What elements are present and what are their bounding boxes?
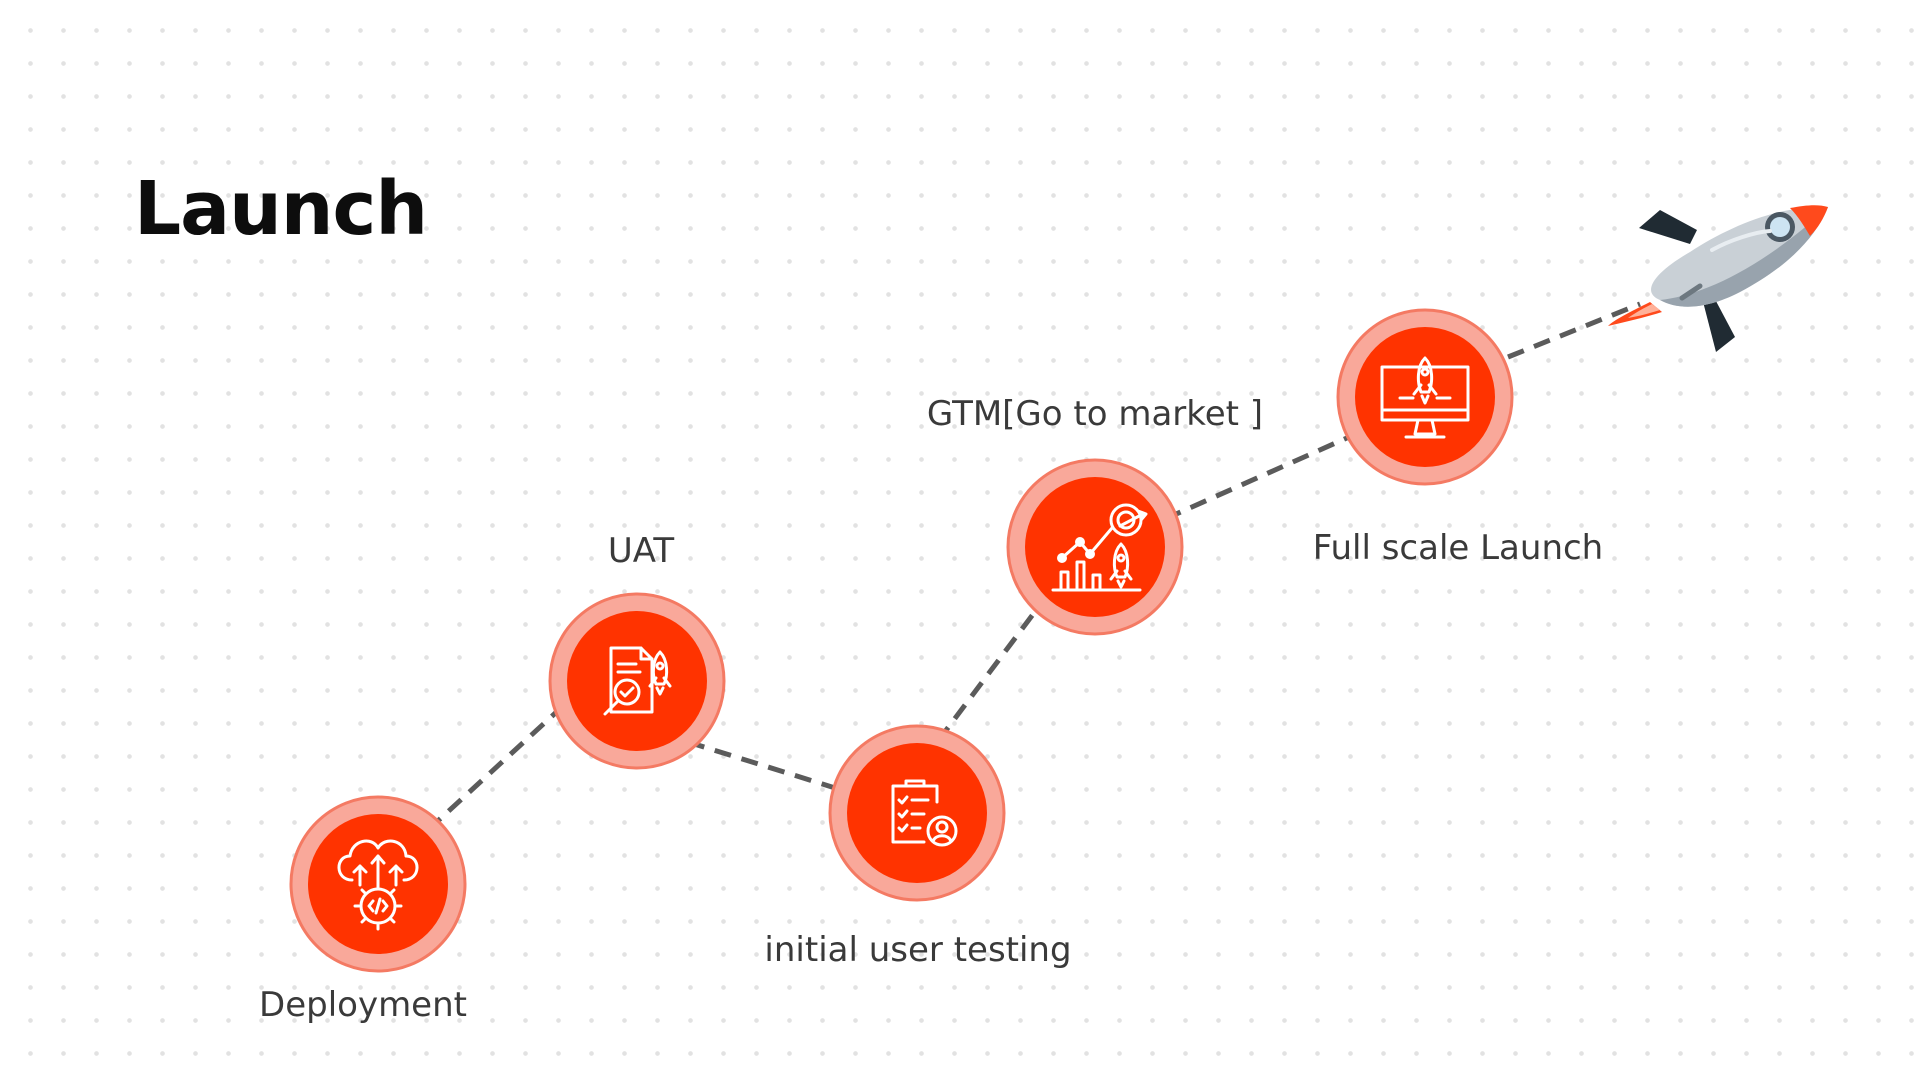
connector-gtm-launch: [1163, 426, 1369, 522]
clipboard-checklist-user-icon: [891, 779, 958, 847]
connector-launch-rocket: [1507, 301, 1641, 360]
step-label-full-scale-launch: Full scale Launch: [1312, 528, 1604, 568]
connector-deployment-uat: [426, 704, 565, 832]
step-label-initial-user-testing: initial user testing: [764, 930, 1072, 970]
step-label-gtm: GTM[Go to market ]: [926, 394, 1264, 434]
document-magnifier-rocket-icon: [603, 646, 672, 716]
page-title: Launch: [134, 166, 428, 252]
step-gtm: [1006, 458, 1184, 636]
cloud-code-gear-icon: [337, 839, 419, 931]
rocket-icon: [1608, 205, 1828, 352]
step-initial-user-testing: [828, 724, 1006, 902]
growth-chart-target-rocket-icon: [1051, 503, 1148, 592]
step-uat: [548, 592, 726, 770]
connector-uat-testing: [687, 739, 849, 795]
connector-testing-gtm: [936, 595, 1048, 743]
step-full-scale-launch: [1336, 308, 1514, 486]
monitor-rocket-icon: [1380, 356, 1470, 439]
step-label-uat: UAT: [607, 531, 675, 571]
step-label-deployment: Deployment: [259, 985, 467, 1025]
step-deployment: [289, 795, 467, 973]
connectors: [426, 301, 1641, 832]
